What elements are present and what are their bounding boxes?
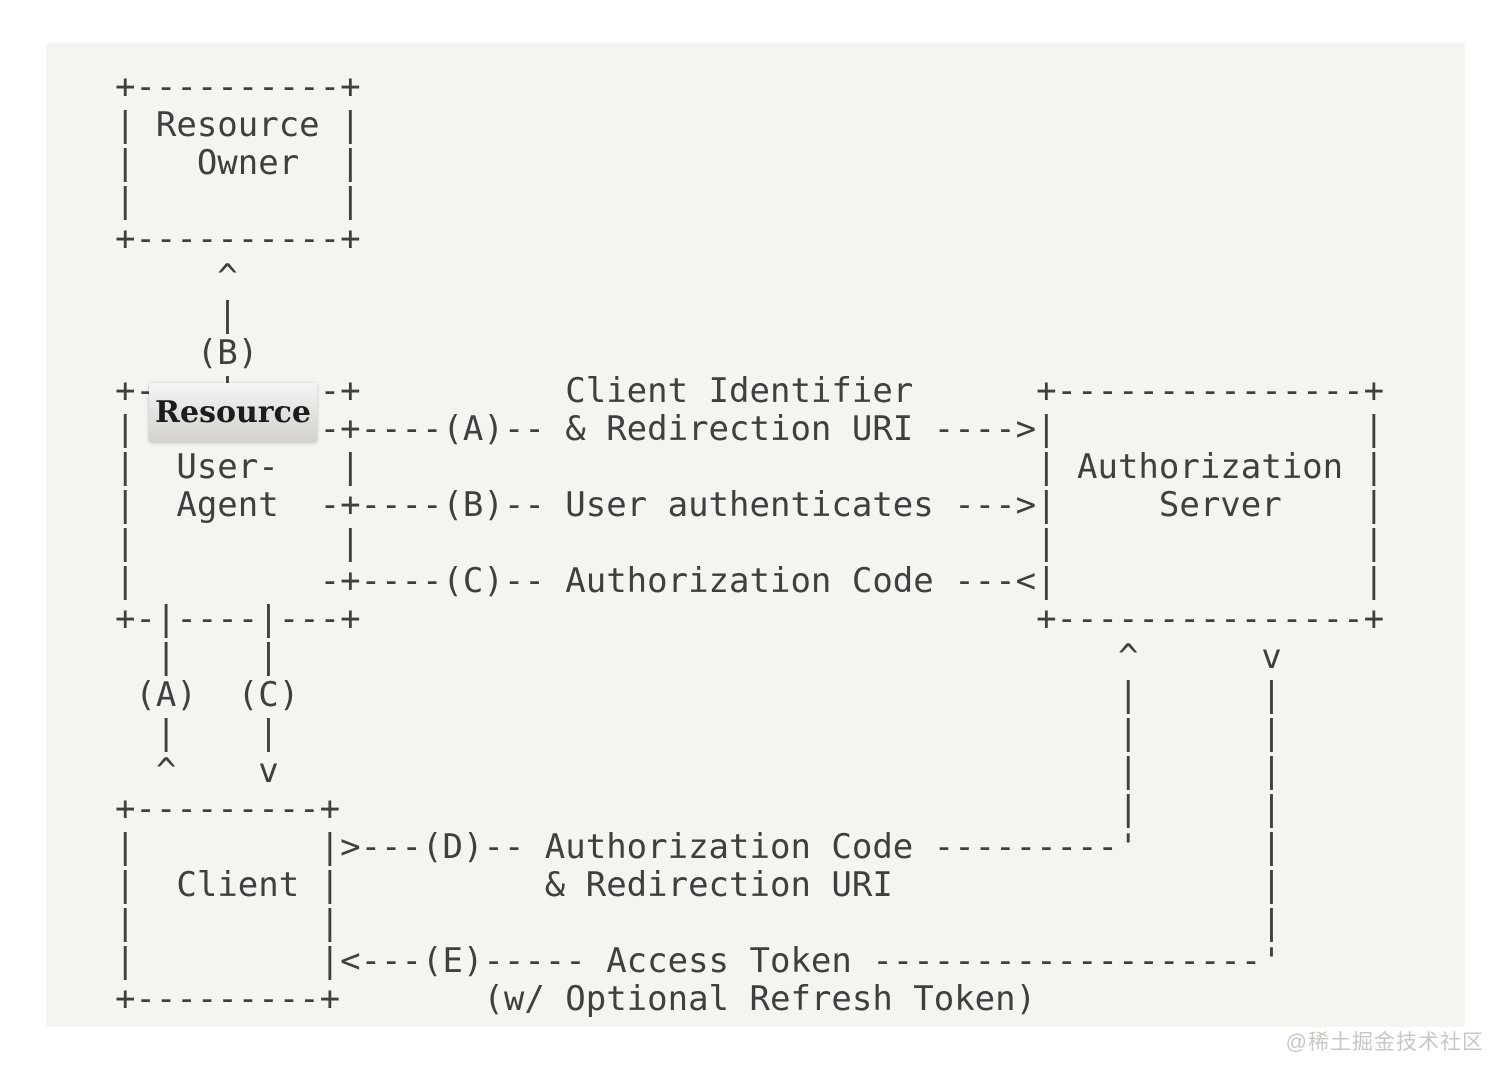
oauth-flow-ascii-diagram: +----------+ | Resource | | Owner | | | … <box>114 67 1385 1019</box>
code-panel: +----------+ | Resource | | Owner | | | … <box>46 43 1465 1027</box>
word-lookup-tooltip: Resource <box>149 383 317 442</box>
tooltip-label: Resource <box>155 395 311 430</box>
watermark: @稀土掘金技术社区 <box>1285 1031 1484 1054</box>
